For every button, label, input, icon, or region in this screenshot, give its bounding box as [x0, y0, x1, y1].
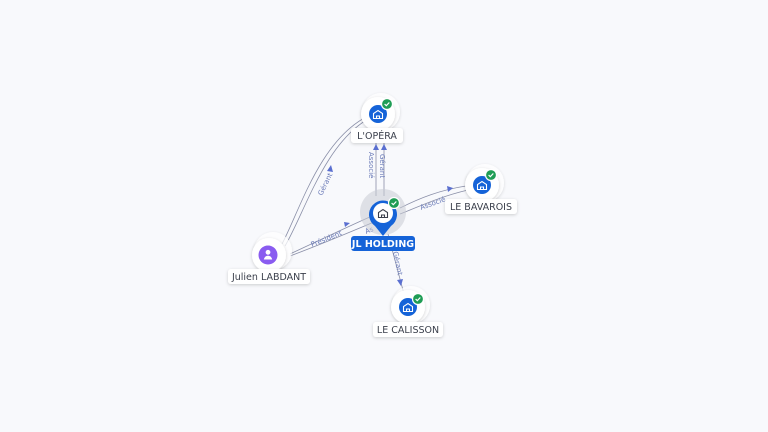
edge-arrow — [447, 186, 453, 192]
edge-person-lopera[interactable] — [281, 115, 369, 245]
edge-label-holding-lopera-1: Gérant — [378, 154, 386, 178]
person-icon — [263, 249, 273, 260]
node-le-bavarois[interactable]: LE BAVAROIS — [445, 164, 517, 214]
building-icon — [377, 208, 389, 219]
verified-badge — [380, 97, 394, 111]
verified-badge — [411, 292, 425, 306]
edge-label-holding-lopera-2: Associé — [367, 152, 375, 178]
node-label-le-calisson: LE CALISSON — [377, 325, 439, 336]
node-julien-labdant[interactable]: Julien LABDANT — [228, 232, 310, 284]
node-label-lopera: L'OPÉRA — [357, 130, 397, 142]
node-label-box — [445, 199, 517, 214]
edge-holding-bavarois[interactable] — [399, 185, 467, 209]
node-label-julien-labdant: Julien LABDANT — [231, 272, 306, 283]
main-node-label-box — [351, 236, 415, 251]
verified-badge — [387, 196, 401, 210]
node-jl-holding[interactable]: JL HOLDING — [351, 189, 415, 251]
edge-arrow — [327, 165, 333, 172]
edge-label-person-holding: Président — [310, 229, 344, 249]
node-label-jl-holding: JL HOLDING — [351, 239, 414, 250]
edge-arrow — [381, 144, 387, 150]
edge-label-person-lopera: Gérant — [317, 171, 335, 196]
edge-label-holding-partial: As — [364, 225, 375, 236]
node-lopera[interactable]: L'OPÉRA — [351, 93, 403, 143]
edge-label-holding-calisson: Gérant — [391, 251, 404, 276]
verified-badge — [484, 168, 498, 182]
building-icon — [372, 109, 384, 120]
edge-arrow — [397, 279, 403, 286]
node-label-box — [228, 269, 310, 284]
building-icon — [476, 180, 488, 191]
node-label-box — [351, 128, 403, 143]
building-icon — [402, 302, 414, 313]
node-label-le-bavarois: LE BAVAROIS — [450, 202, 512, 213]
edge-arrow — [344, 222, 350, 227]
node-label-box — [373, 322, 443, 337]
edge-arrow — [373, 144, 379, 150]
node-le-calisson[interactable]: LE CALISSON — [373, 286, 443, 337]
